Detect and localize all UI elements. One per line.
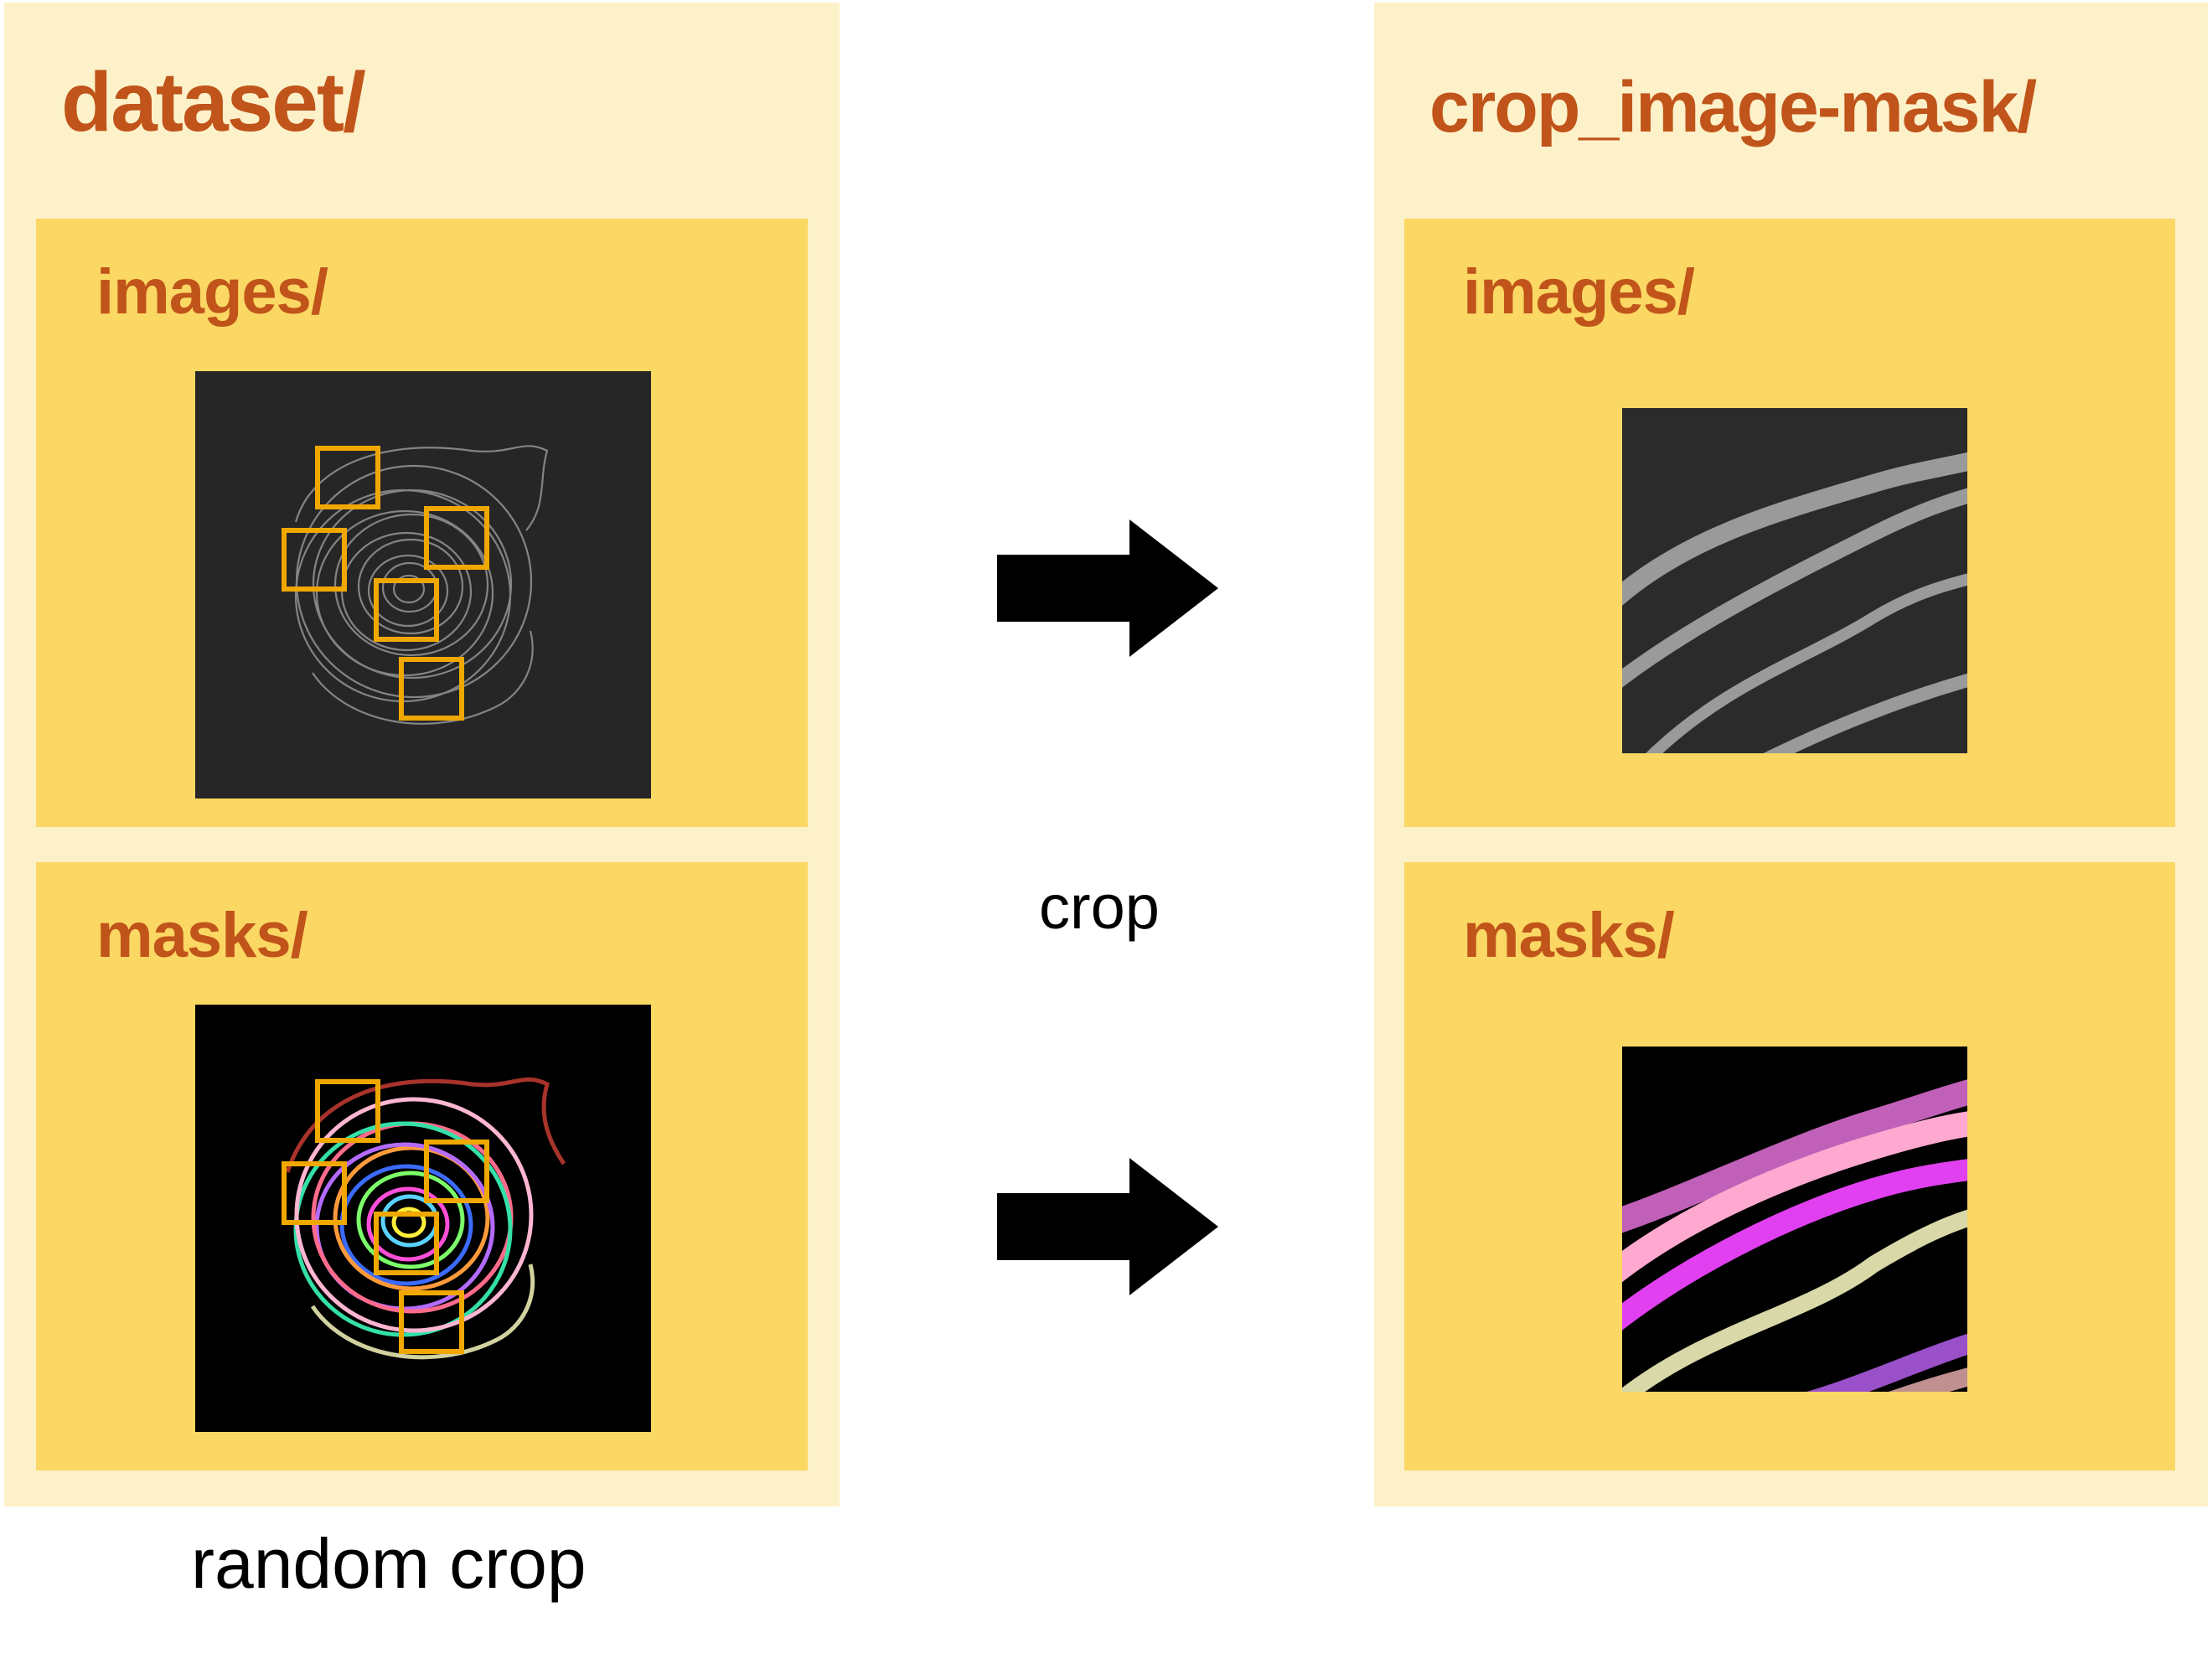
dataset-images-label: images/ [96, 256, 328, 328]
dataset-masks-box: masks/ [36, 862, 808, 1470]
crop-box-5 [399, 657, 464, 721]
mask-crop-box-4 [374, 1212, 439, 1275]
cropped-image-thumbnail [1622, 408, 1967, 753]
right-arrow-icon [997, 1158, 1218, 1295]
crop-images-box: images/ [1404, 219, 2175, 827]
crop-box-4 [374, 578, 439, 642]
mask-crop-box-3 [424, 1140, 489, 1203]
crop-masks-box: masks/ [1404, 862, 2175, 1470]
crop-box-1 [315, 446, 380, 509]
mask-crop-box-2 [282, 1161, 347, 1225]
mask-crop-box-5 [399, 1290, 464, 1354]
crop-images-label: images/ [1463, 256, 1695, 328]
crop-box-3 [424, 506, 489, 570]
cropped-mask-thumbnail [1622, 1047, 1967, 1392]
crop-region-boxes [282, 446, 489, 721]
dataset-images-box: images/ [36, 219, 808, 827]
mask-crop-region-boxes [282, 1079, 489, 1354]
dataset-title: dataset/ [61, 55, 366, 149]
crop-image-mask-panel: crop_image-mask/ images/ masks/ [1374, 3, 2208, 1507]
crop-caption: crop [1039, 872, 1160, 942]
crop-box-2 [282, 528, 347, 592]
mask-crop-box-1 [315, 1079, 380, 1143]
crop-masks-label: masks/ [1463, 900, 1675, 971]
dataset-image-thumbnail [195, 371, 651, 798]
dataset-masks-label: masks/ [96, 900, 308, 971]
right-arrow-icon [997, 519, 1218, 657]
dataset-mask-thumbnail [195, 1005, 651, 1432]
random-crop-caption: random crop [191, 1524, 587, 1603]
dataset-panel: dataset/ images/ [4, 3, 840, 1507]
crop-image-mask-title: crop_image-mask/ [1429, 67, 2037, 147]
